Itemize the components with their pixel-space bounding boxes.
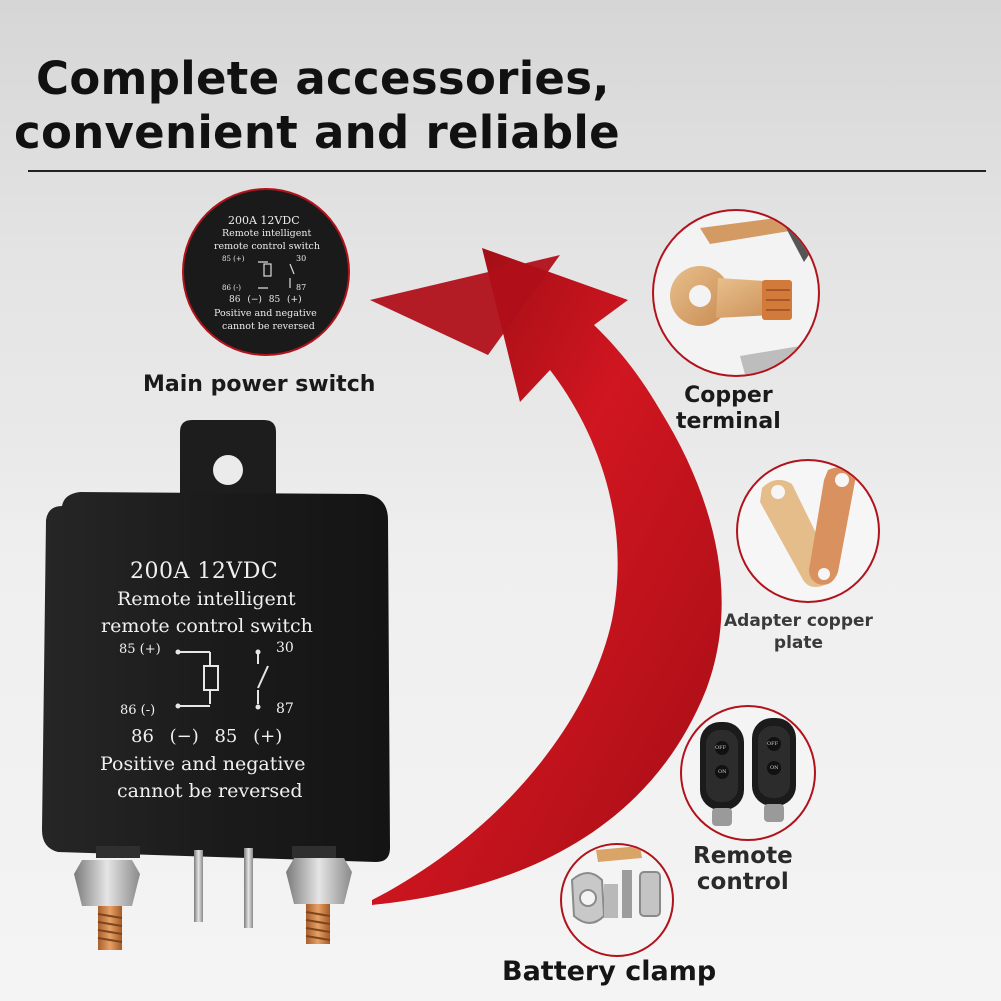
relay-terminal-left	[74, 846, 140, 950]
remote-fob-right	[752, 718, 796, 822]
relay-mount-tab	[180, 420, 276, 500]
relay-pin-30: 30	[276, 640, 294, 656]
headline-line-1: Complete accessories,	[36, 52, 610, 105]
relay-pins-bottom: 86 (−) 85 (+)	[131, 726, 283, 747]
mini-relay-pin-87: 87	[296, 283, 307, 292]
headline-divider	[28, 170, 986, 172]
remote-right-on-label: ON	[770, 765, 779, 771]
label-adapter-copper-plate-line-2: plate	[773, 633, 824, 653]
mini-relay-line-positive-negative: Positive and negative	[214, 308, 317, 319]
label-copper-terminal: Copper terminal	[676, 383, 781, 435]
adapter-copper-plate-thumbnail	[736, 459, 880, 603]
battery-clamp-thumbnail	[560, 843, 674, 957]
relay-line-positive-negative: Positive and negative	[100, 753, 306, 775]
label-battery-clamp: Battery clamp	[502, 956, 717, 987]
copper-ring-lug	[670, 266, 792, 326]
relay-pin-87: 87	[276, 701, 294, 717]
relay-blade-pins	[194, 848, 253, 928]
relay-terminal-right	[286, 846, 352, 944]
remote-fob-left	[700, 722, 744, 826]
remote-left-on-label: ON	[718, 769, 727, 775]
remote-right-off-label: OFF	[767, 741, 779, 747]
mini-relay-pin-85-plus: 85 (+)	[222, 255, 245, 263]
label-remote-control: Remote control	[693, 843, 793, 895]
mini-relay-pin-30: 30	[296, 254, 307, 263]
red-curved-arrow	[372, 248, 722, 905]
headline: Complete accessories, convenient and rel…	[14, 52, 620, 160]
label-adapter-copper-plate-line-1: Adapter copper	[724, 611, 873, 631]
red-arrow-head-left	[370, 255, 560, 355]
mini-relay-line-cannot-reverse: cannot be reversed	[222, 321, 315, 332]
relay-line-remote-intelligent: Remote intelligent	[117, 588, 296, 610]
label-copper-terminal-line-2: terminal	[676, 409, 781, 434]
mini-relay-pin-86-minus: 86 (-)	[222, 284, 241, 292]
remote-control-thumbnail	[680, 705, 816, 841]
relay-pin-85-plus: 85 (+)	[119, 642, 161, 657]
relay-line-cannot-reverse: cannot be reversed	[117, 780, 303, 802]
label-remote-control-line-1: Remote	[693, 843, 793, 869]
relay-pin-86-minus: 86 (-)	[120, 703, 156, 718]
label-copper-terminal-line-1: Copper	[684, 383, 773, 408]
headline-line-2: convenient and reliable	[14, 106, 620, 159]
mini-relay-pins-bottom: 86 (−) 85 (+)	[229, 295, 302, 305]
label-remote-control-line-2: control	[696, 869, 789, 895]
mini-relay-rating: 200A 12VDC	[228, 214, 300, 227]
remote-left-off-label: OFF	[715, 745, 727, 751]
relay-line-remote-control-switch: remote control switch	[101, 615, 313, 637]
relay-body	[42, 492, 390, 862]
main-power-switch-thumbnail	[182, 188, 350, 356]
label-main-power-switch: Main power switch	[143, 372, 376, 397]
relay-rating: 200A 12VDC	[130, 559, 279, 584]
copper-terminal-thumbnail	[652, 209, 820, 377]
mini-relay-line-remote-control-switch: remote control switch	[214, 241, 320, 252]
mini-relay-line-remote-intelligent: Remote intelligent	[222, 228, 312, 239]
label-adapter-copper-plate: Adapter copper plate	[724, 610, 873, 654]
